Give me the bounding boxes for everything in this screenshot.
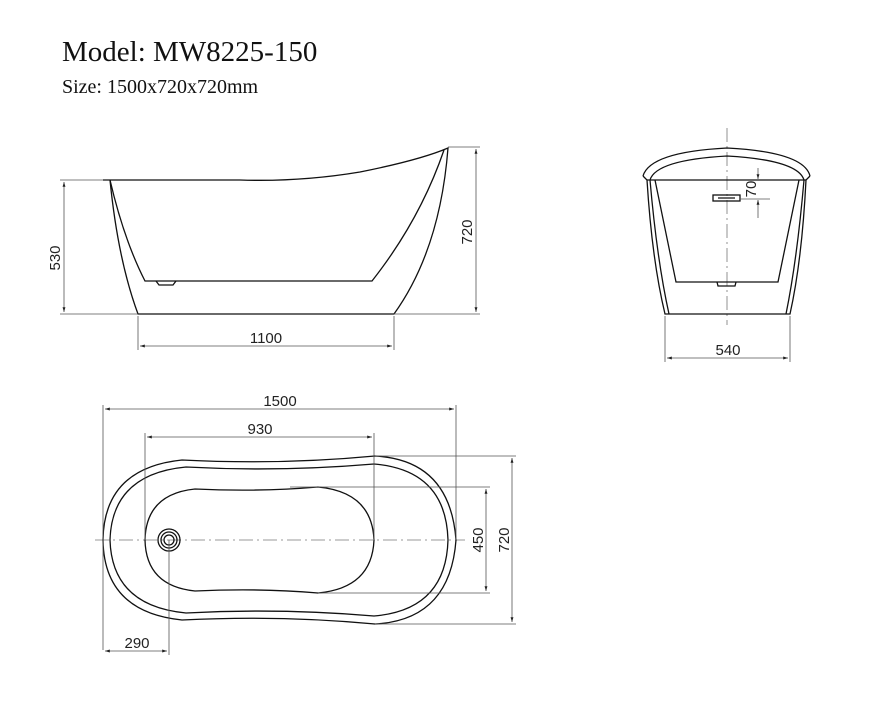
dim-rim-height: 530: [47, 245, 64, 270]
top-view: 1500 930 450 720 290: [95, 393, 516, 655]
side-view-drain: [155, 280, 177, 286]
dim-total-height: 720: [459, 219, 476, 244]
dim-base-width: 540: [715, 342, 740, 359]
side-view-inner-basin: [109, 149, 445, 282]
model-title: Model: MW8225-150: [62, 36, 318, 68]
end-view: 70 540: [642, 128, 811, 362]
side-view: 530 720 1100: [47, 146, 480, 350]
top-view-inner-rim: [109, 463, 449, 617]
dim-base-length: 1100: [250, 330, 282, 347]
side-view-outer-shell: [103, 146, 449, 315]
dim-inner-length: 930: [247, 421, 272, 438]
dim-overall-width: 720: [496, 527, 513, 552]
dim-overflow-offset: 70: [743, 181, 760, 198]
overflow-icon: [712, 194, 741, 202]
dim-inner-width: 450: [470, 527, 487, 552]
dim-drain-offset: 290: [124, 635, 149, 652]
dim-overall-length: 1500: [263, 393, 296, 410]
size-label: Size: 1500x720x720mm: [62, 76, 259, 98]
